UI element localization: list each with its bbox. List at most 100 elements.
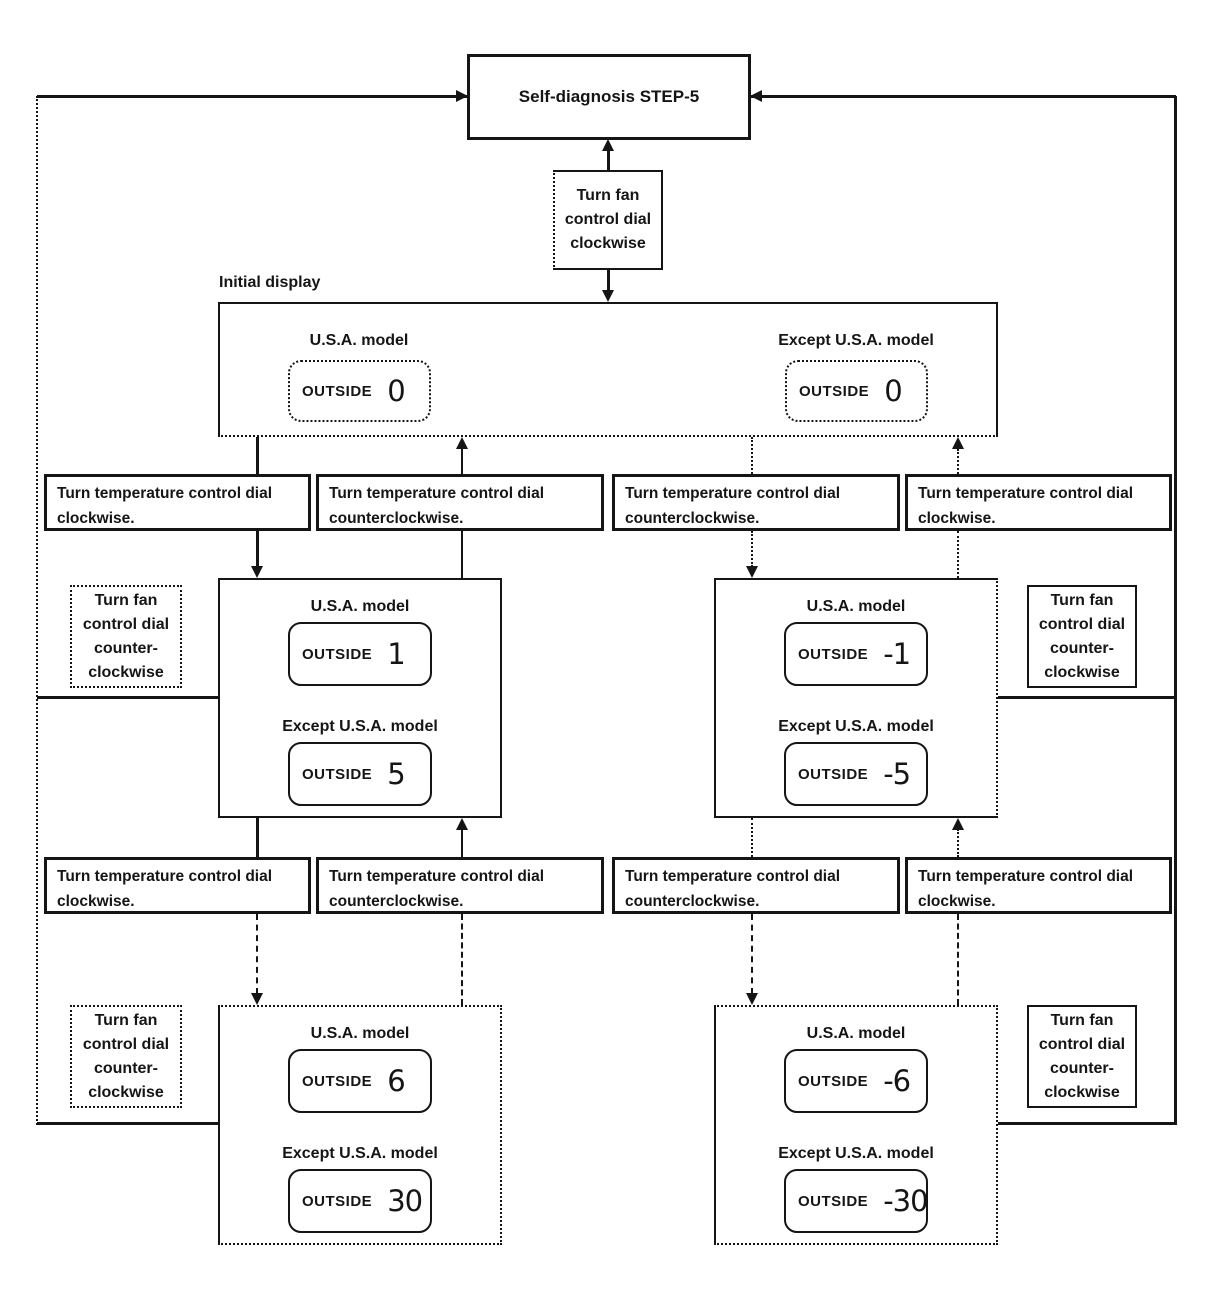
except-usa-model-label: Except U.S.A. model [282,1145,438,1162]
display-mid-right-usa: OUTSIDE -1 [784,622,928,686]
connector-r1-up-b [957,449,959,474]
arrowhead-down-icon [746,566,758,578]
connector-l1-down-b [256,531,259,567]
display-bottom-right-usa: OUTSIDE -6 [784,1049,928,1113]
arrowhead-up-icon [456,818,468,830]
title-text: Self-diagnosis STEP-5 [518,87,700,106]
arrowhead-down-icon [746,993,758,1005]
usa-model-label: U.S.A. model [309,332,409,349]
connector-l1-up-b [461,449,463,474]
usa-model-label: U.S.A. model [806,598,906,615]
arrowhead-left-icon [750,90,762,102]
fan-ccw-box-bottom-left: Turn fan control dial counter- clockwise [70,1005,182,1108]
outside-label: OUTSIDE [302,765,373,783]
action-label: Turn temperature control dial counterclo… [329,868,545,910]
outside-label: OUTSIDE [798,765,869,783]
outside-value: 0 [387,374,405,408]
outside-value: 1 [387,637,405,671]
connector-l1-down-a [256,437,259,474]
connector-top-right-line [750,95,1176,98]
fan-ccw-box-mid-right: Turn fan control dial counter- clockwise [1027,585,1137,688]
except-usa-model-label: Except U.S.A. model [778,718,934,735]
connector-l2-up-b [461,829,463,857]
display-bottom-left-except: OUTSIDE 30 [288,1169,432,1233]
outside-value: -6 [883,1064,911,1098]
connector-left-feedback-line [36,96,38,1125]
display-mid-left-usa: OUTSIDE 1 [288,622,432,686]
action-label: Turn temperature control dial clockwise. [57,868,273,910]
fan-ccw-label: Turn fan control dial counter- clockwise [1038,1011,1126,1101]
outside-label: OUTSIDE [302,382,373,400]
title-box: Self-diagnosis STEP-5 [467,54,751,140]
outside-label: OUTSIDE [302,645,373,663]
usa-model-label: U.S.A. model [806,1025,906,1042]
display-bottom-right-except: OUTSIDE -30 [784,1169,929,1233]
fan-ccw-label: Turn fan control dial counter- clockwise [82,591,170,681]
action-label: Turn temperature control dial counterclo… [625,485,841,527]
state-box-mid-right [714,578,998,818]
outside-label: OUTSIDE [799,382,870,400]
connector-mid-left-branch [37,696,218,699]
connector-right-feedback-line [1174,96,1177,1125]
fan-ccw-box-mid-left: Turn fan control dial counter- clockwise [70,585,182,688]
fan-clockwise-box: Turn fan control dial clockwise [553,170,663,270]
action-label: Turn temperature control dial clockwise. [918,868,1134,910]
fan-ccw-label: Turn fan control dial counter- clockwise [82,1011,170,1101]
action-label: Turn temperature control dial counterclo… [329,485,545,527]
arrowhead-up-icon [952,818,964,830]
usa-model-label: U.S.A. model [310,598,410,615]
action-label: Turn temperature control dial clockwise. [57,485,273,527]
connector-l2-down-a [256,818,259,857]
action-temp-cw-row1-left: Turn temperature control dial clockwise. [44,474,311,531]
outside-label: OUTSIDE [302,1072,373,1090]
connector-top-left-line [37,95,467,98]
connector-bottom-left-branch [37,1122,218,1125]
action-temp-cw-row2-right: Turn temperature control dial clockwise. [905,857,1172,914]
action-temp-cw-row1-right: Turn temperature control dial clockwise. [905,474,1172,531]
connector-r1-up-a [957,531,959,578]
outside-label: OUTSIDE [798,1072,869,1090]
action-temp-ccw-row1-left: Turn temperature control dial counterclo… [316,474,604,531]
arrowhead-up-icon [952,437,964,449]
outside-label: OUTSIDE [302,1192,373,1210]
connector-fan-down-line [607,270,610,291]
except-usa-model-label: Except U.S.A. model [778,332,934,349]
outside-value: 5 [387,757,405,791]
arrowhead-up-icon [456,437,468,449]
display-mid-left-except: OUTSIDE 5 [288,742,432,806]
display-bottom-left-usa: OUTSIDE 6 [288,1049,432,1113]
arrowhead-down-icon [602,290,614,302]
outside-label: OUTSIDE [798,1192,869,1210]
outside-value: -1 [883,637,911,671]
arrowhead-down-icon [251,993,263,1005]
action-temp-ccw-row2-right: Turn temperature control dial counterclo… [612,857,900,914]
action-temp-cw-row2-left: Turn temperature control dial clockwise. [44,857,311,914]
action-label: Turn temperature control dial clockwise. [918,485,1134,527]
outside-value: -5 [883,757,911,791]
connector-l2-down-b [256,914,258,994]
arrowhead-down-icon [251,566,263,578]
fan-ccw-label: Turn fan control dial counter- clockwise [1038,591,1126,681]
except-usa-model-label: Except U.S.A. model [778,1145,934,1162]
connector-r2-down-a [751,818,753,857]
arrowhead-right-icon [456,90,468,102]
connector-bottom-right-branch [998,1122,1176,1125]
connector-l2-up-a [461,914,463,1005]
outside-value: -30 [883,1184,928,1218]
fan-ccw-box-bottom-right: Turn fan control dial counter- clockwise [1027,1005,1137,1108]
action-label: Turn temperature control dial counterclo… [625,868,841,910]
fan-clockwise-label: Turn fan control dial clockwise [564,187,652,252]
connector-r1-down-a [751,437,753,474]
connector-r1-down-b [751,531,753,567]
display-initial-usa: OUTSIDE 0 [288,360,431,422]
initial-display-caption: Initial display [219,274,321,291]
outside-value: 0 [884,374,902,408]
action-temp-ccw-row2-left: Turn temperature control dial counterclo… [316,857,604,914]
except-usa-model-label: Except U.S.A. model [282,718,438,735]
display-mid-right-except: OUTSIDE -5 [784,742,928,806]
action-temp-ccw-row1-right: Turn temperature control dial counterclo… [612,474,900,531]
outside-value: 30 [387,1184,423,1218]
connector-r2-up-b [957,829,959,857]
connector-mid-right-branch [998,696,1176,699]
